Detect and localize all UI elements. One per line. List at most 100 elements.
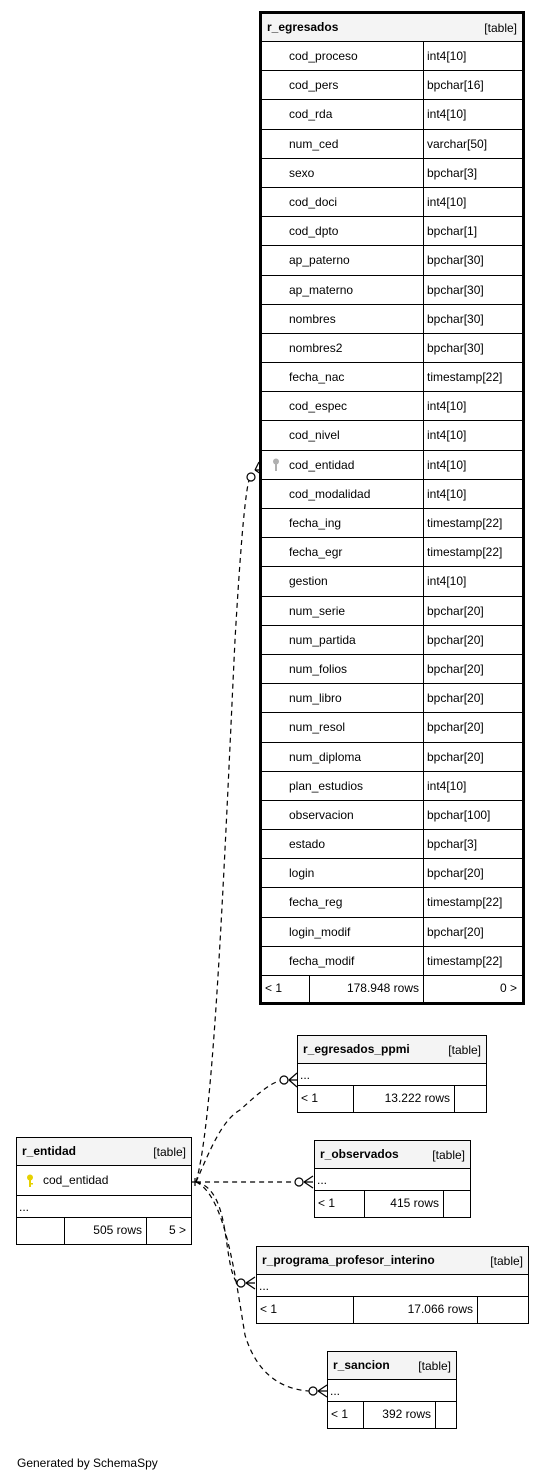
column-type: bpchar[20]: [427, 924, 484, 939]
edge-entidad-egresados: [195, 475, 252, 1183]
foreign-key-icon: [273, 458, 279, 471]
table-r-programa-profesor-interino[interactable]: r_programa_profesor_interino [table] ...…: [256, 1246, 529, 1324]
column-type: timestamp[22]: [427, 545, 503, 560]
column-name: cod_proceso: [262, 42, 424, 71]
table-header: r_egresados [table]: [262, 14, 522, 42]
parents-count: [17, 1218, 65, 1244]
table-kind: [table]: [448, 1043, 481, 1057]
column-type: timestamp[22]: [427, 895, 503, 910]
table-name: r_egresados: [267, 20, 339, 34]
table-kind: [table]: [490, 1254, 523, 1268]
row-count: 505 rows: [65, 1218, 147, 1244]
table-footer: 505 rows 5 >: [17, 1218, 191, 1244]
column-type: bpchar[30]: [427, 253, 484, 268]
children-count: 5 >: [168, 1223, 186, 1237]
primary-key-row: cod_entidad: [17, 1166, 191, 1196]
columns-ellipsis: ...: [257, 1275, 528, 1297]
table-footer: < 1 17.066 rows: [257, 1297, 528, 1323]
column-name: plan_estudios: [262, 771, 424, 800]
table-r-entidad[interactable]: r_entidad [table] cod_entidad ... 505 ro…: [16, 1137, 192, 1245]
column-type: int4[10]: [427, 194, 467, 209]
row-count: 17.066 rows: [354, 1297, 478, 1323]
column-type: bpchar[20]: [427, 749, 484, 764]
column-type: int4[10]: [427, 457, 467, 472]
table-header: r_sancion [table]: [328, 1352, 456, 1380]
parents-count: < 1: [315, 1191, 365, 1217]
entidad-end-marker: [191, 1178, 199, 1186]
table-name: r_programa_profesor_interino: [262, 1253, 435, 1267]
column-name: ap_materno: [262, 275, 424, 304]
crowfoot-sancion: [317, 1384, 328, 1398]
edge-entidad-sancion: [195, 1181, 311, 1392]
table-r-egresados-ppmi[interactable]: r_egresados_ppmi [table] ... < 1 13.222 …: [297, 1035, 487, 1113]
column-type: timestamp[22]: [427, 370, 503, 385]
column-name: ap_paterno: [262, 246, 424, 275]
column-name: cod_espec: [262, 392, 424, 421]
table-r-sancion[interactable]: r_sancion [table] ... < 1 392 rows: [327, 1351, 457, 1429]
table-r-observados[interactable]: r_observados [table] ... < 1 415 rows: [314, 1140, 471, 1218]
table-kind: [table]: [484, 21, 517, 35]
column-name: fecha_ing: [262, 509, 424, 538]
column-name: cod_doci: [262, 187, 424, 217]
column-name: fecha_nac: [262, 363, 424, 392]
table-kind: [table]: [153, 1145, 186, 1159]
pk-column-name: cod_entidad: [43, 1173, 109, 1187]
column-name: fecha_reg: [262, 888, 424, 917]
edge-end-ppmi: [279, 1075, 289, 1085]
children-count: [444, 1191, 470, 1217]
column-type: bpchar[30]: [427, 282, 484, 297]
edge-entidad-egresados-ppmi: [195, 1079, 284, 1183]
edge-entidad-programa: [195, 1181, 238, 1284]
column-type: int4[10]: [427, 107, 467, 122]
table-name: r_observados: [320, 1147, 399, 1161]
column-type: bpchar[20]: [427, 720, 484, 735]
crowfoot-observados: [303, 1175, 314, 1189]
table-footer: < 1 178.948 rows 0 >: [262, 976, 522, 1002]
table-name: r_egresados_ppmi: [303, 1042, 410, 1056]
column-type: bpchar[20]: [427, 661, 484, 676]
table-header: r_programa_profesor_interino [table]: [257, 1247, 528, 1275]
table-kind: [table]: [432, 1148, 465, 1162]
parents-count: < 1: [257, 1297, 354, 1323]
column-type: bpchar[3]: [427, 837, 478, 852]
children-count: 0 >: [499, 981, 517, 995]
column-type: timestamp[22]: [427, 516, 503, 530]
table-name: r_entidad: [22, 1144, 77, 1158]
edge-end-programa: [236, 1278, 246, 1288]
column-name: num_folios: [262, 654, 424, 684]
